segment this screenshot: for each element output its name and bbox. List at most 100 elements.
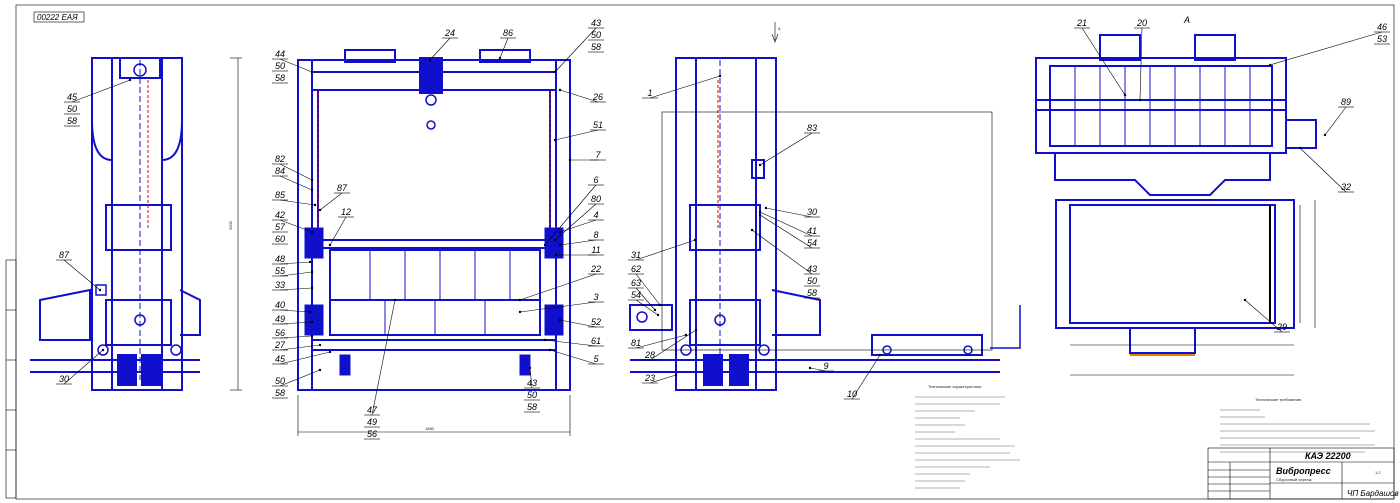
callout-dot (310, 286, 314, 290)
callout-number: 44 (275, 49, 285, 59)
callout-v2-8: 84 (272, 166, 314, 192)
callout-leader (759, 211, 813, 237)
callout-dot (553, 238, 557, 242)
callout-number: 50 (275, 61, 285, 71)
callout-dot (1123, 93, 1127, 97)
sheet-frame (15, 4, 1395, 500)
callout-leader (429, 37, 451, 61)
callout-leader (279, 175, 313, 191)
callout-number: 6 (593, 175, 598, 185)
callout-number: 80 (591, 194, 601, 204)
callout-leader (635, 334, 687, 349)
callout-number: 45 (67, 92, 78, 102)
callout-dot (310, 320, 314, 324)
callout-leader (329, 216, 347, 246)
callout-number: 45 (275, 354, 286, 364)
callout-leader (649, 329, 697, 361)
callout-v2-4: 26 (558, 88, 606, 103)
callout-dot (310, 178, 314, 182)
callout-number: 81 (631, 338, 641, 348)
callout-v2-13: 6 (543, 175, 604, 247)
callout-leader (279, 261, 311, 265)
callout-v2-21: 33 (272, 280, 314, 291)
callout-v3-0: 1 (642, 74, 722, 99)
callout-dot (758, 213, 762, 217)
callout-leader (765, 207, 813, 218)
callout-dot (543, 243, 547, 247)
callout-leader (319, 192, 343, 211)
callout-leader (519, 273, 597, 301)
callout-dot (310, 70, 314, 74)
callout-number: 87 (59, 250, 70, 260)
callout-number: 5 (593, 354, 599, 364)
view-a-top: А (1035, 15, 1317, 376)
callout-number: 52 (591, 317, 601, 327)
callout-dot (764, 206, 768, 210)
callout-leader (649, 374, 677, 384)
callout-v2-27: 27 (272, 340, 322, 351)
callout-v2-30: 5 (548, 348, 604, 365)
view-a-mark: А (1183, 15, 1190, 25)
callout-leader (63, 259, 101, 291)
callout-dot (518, 310, 522, 314)
callout-leader (63, 349, 104, 385)
callout-v3-4: 54 (758, 213, 820, 249)
callout-v2-16: 8 (558, 230, 604, 247)
notes-left: Технические характеристики (915, 384, 1020, 489)
callout-dot (308, 310, 312, 314)
callout-v2-28: 61 (543, 336, 604, 347)
callout-dot (553, 70, 557, 74)
callout-number: 21 (1076, 18, 1087, 28)
callout-leader (751, 229, 813, 275)
callout-number: 32 (1341, 182, 1351, 192)
callout-leader (649, 75, 721, 99)
callout-number: 41 (807, 226, 817, 236)
callout-dot (318, 208, 322, 212)
callout-v2-12: 12 (328, 207, 354, 247)
callout-dot (558, 318, 562, 322)
stamp-title: Вибропресс (1276, 466, 1331, 476)
callout-number: 9 (823, 361, 828, 371)
callout-v4-1: 20 (1134, 18, 1150, 102)
callout-leader (544, 339, 597, 347)
view-side-left: 3000 (30, 57, 242, 391)
callout-number: 58 (527, 402, 537, 412)
view-side-cart: А (629, 22, 1021, 391)
callout-number: 3 (593, 292, 598, 302)
callout-dot (684, 333, 688, 337)
corner-code: 00222 ЕАЯ (37, 13, 78, 22)
callout-v3-11: 28 (642, 328, 698, 361)
callout-leader (71, 79, 131, 103)
callout-leader (279, 271, 313, 277)
callout-leader (1139, 27, 1143, 101)
callout-v3-3: 41 (758, 210, 820, 237)
callout-number: 85 (275, 190, 286, 200)
callout-leader (279, 351, 331, 365)
callout-dot (656, 313, 660, 317)
callout-number: 43 (807, 264, 817, 274)
callout-number: 61 (591, 336, 601, 346)
callout-leader (279, 335, 313, 339)
title-block: КАЭ 22200 Вибропресс Сборочный чертеж ЧП… (1207, 447, 1400, 500)
callout-leader (279, 199, 316, 206)
callout-number: 58 (807, 288, 817, 298)
callout-dot (658, 303, 662, 307)
callout-number: 49 (367, 417, 377, 427)
callout-v1-1: 87 (56, 250, 102, 292)
callout-dot (101, 348, 105, 352)
callout-leader (1299, 147, 1347, 193)
callout-v2-29: 45 (272, 350, 332, 365)
callout-number: 58 (275, 388, 285, 398)
callout-number: 4 (593, 210, 598, 220)
callout-leader (559, 89, 599, 103)
callout-dot (128, 78, 132, 82)
callout-v2-9: 85 (272, 190, 317, 207)
stamp-designation: КАЭ 22200 (1305, 451, 1351, 461)
callout-number: 40 (275, 300, 285, 310)
callout-v2-26: 52 (558, 317, 604, 328)
